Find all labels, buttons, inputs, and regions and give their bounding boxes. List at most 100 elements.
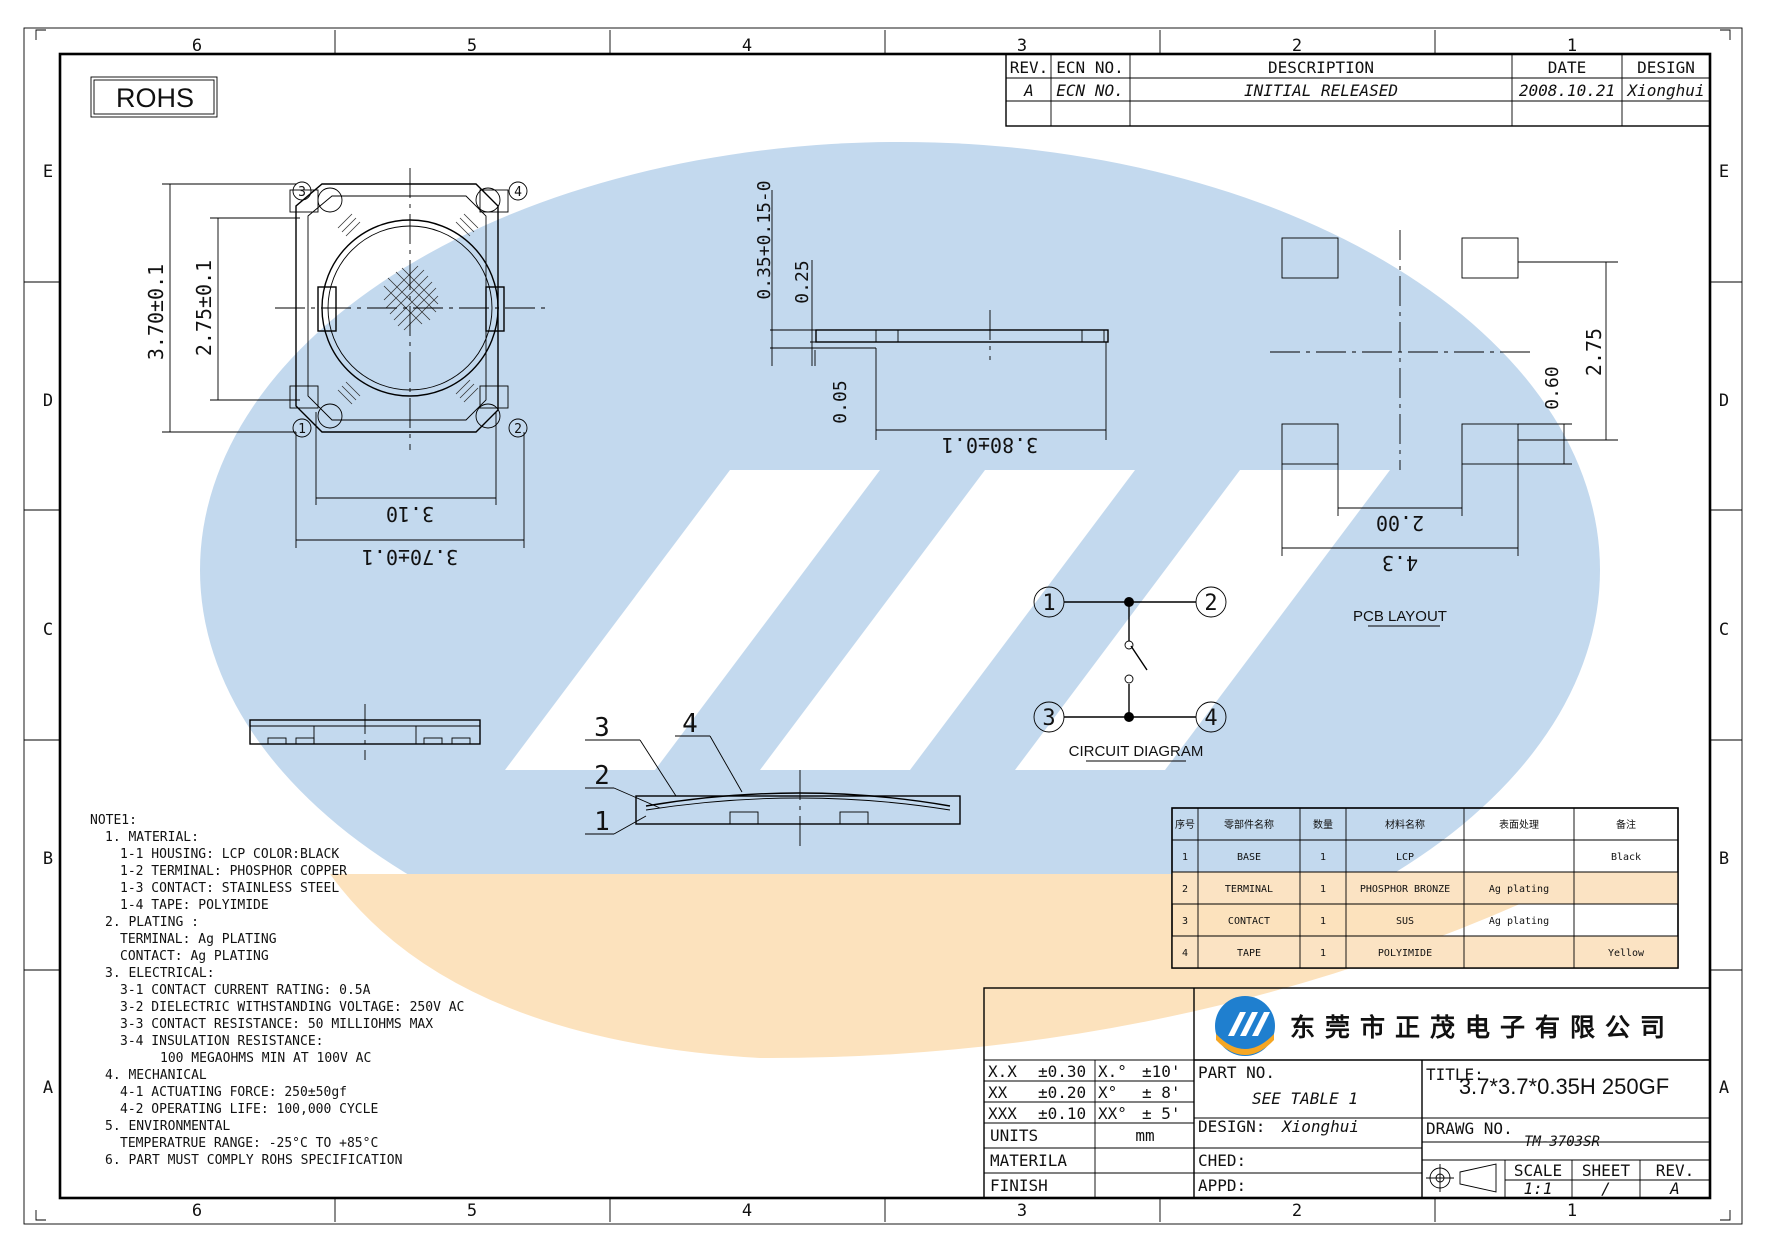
bom-cell: 1: [1320, 852, 1326, 863]
description-value: INITIAL RELEASED: [1244, 81, 1398, 100]
bom-cell: Ag plating: [1489, 916, 1549, 927]
drawg-no-value: TM-3703SR: [1524, 1134, 1600, 1150]
sheet-label: SHEET: [1582, 1161, 1631, 1180]
row-label-right: E: [1719, 162, 1729, 182]
rev-header: REV.: [1010, 58, 1049, 77]
ecn-header: ECN NO.: [1056, 58, 1123, 77]
pcb-dim-0-60: 0.60: [1542, 366, 1563, 409]
bom-cell: 1: [1320, 916, 1326, 927]
col-label-top: 5: [467, 36, 477, 56]
top-view: 3 4 1 2 3.70±0.1 2.75±0.1 3.10 3.70±0.1: [144, 168, 545, 569]
col-label-bottom: 5: [467, 1201, 477, 1221]
row-label-left: A: [43, 1078, 53, 1098]
bom-cell: 1: [1182, 852, 1188, 863]
col-label-bottom: 3: [1017, 1201, 1027, 1221]
circuit-pin: 3: [1042, 706, 1055, 731]
projection-symbol-icon: [1426, 1163, 1497, 1193]
note-line: CONTACT: Ag PLATING: [120, 949, 269, 964]
bom-cell: SUS: [1396, 916, 1414, 927]
date-header: DATE: [1548, 58, 1587, 77]
note-line: 4-2 OPERATING LIFE: 100,000 CYCLE: [120, 1102, 378, 1117]
note-line: 4-1 ACTUATING FORCE: 250±50gf: [120, 1085, 347, 1100]
note-line: 3-2 DIELECTRIC WITHSTANDING VOLTAGE: 250…: [120, 1000, 464, 1015]
note-line: NOTE1:: [90, 813, 137, 828]
tol-cell: X°: [1098, 1083, 1117, 1102]
pcb-layout-label: PCB LAYOUT: [1353, 608, 1447, 625]
bom-cell: PHOSPHOR BRONZE: [1360, 884, 1450, 895]
section-callout: 4: [682, 709, 698, 739]
row-label-left: E: [43, 162, 53, 182]
bom-cell: Yellow: [1608, 948, 1645, 959]
part-no-value: SEE TABLE 1: [1252, 1089, 1358, 1108]
bom-cell: TAPE: [1237, 948, 1261, 959]
pcb-pad: [1281, 423, 1339, 465]
note-line: 100 MEGAOHMS MIN AT 100V AC: [160, 1051, 371, 1066]
col-label-top: 6: [192, 36, 202, 56]
dim-0-25: 0.25: [792, 260, 813, 303]
rev-value: A: [1023, 81, 1034, 100]
pcb-pad: [1461, 423, 1519, 465]
bom-cell: LCP: [1396, 852, 1414, 863]
col-label-bottom: 4: [742, 1201, 752, 1221]
finish-label: FINISH: [990, 1176, 1048, 1195]
dim-width-inner: 3.10: [386, 502, 434, 526]
circuit-pin: 4: [1204, 706, 1217, 731]
bom-cell: 3: [1182, 916, 1188, 927]
bom-header: 序号: [1175, 818, 1195, 831]
company-name: 东莞市正茂电子有限公司: [1290, 1013, 1675, 1042]
tol-cell: ± 8': [1142, 1083, 1181, 1102]
dim-width-outer: 3.70±0.1: [362, 545, 458, 569]
title-label: TITLE:: [1426, 1065, 1484, 1084]
rev-value: A: [1669, 1179, 1680, 1198]
drawing-border: 6 5 4 3 2 1 6 5 4 3 2 1 E D C B A E D C …: [23, 27, 1743, 1225]
design-label: DESIGN:: [1198, 1117, 1265, 1136]
materila-label: MATERILA: [990, 1151, 1067, 1170]
bom-cell: TERMINAL: [1225, 884, 1273, 895]
bom-cell: 1: [1320, 948, 1326, 959]
row-label-right: D: [1719, 391, 1729, 411]
col-label-top: 1: [1567, 36, 1577, 56]
pcb-pad: [1461, 237, 1519, 279]
design-value: Xionghui: [1626, 81, 1704, 100]
rohs-box: ROHS: [90, 76, 218, 118]
section-callout: 1: [594, 807, 610, 837]
row-label-left: B: [43, 849, 53, 869]
row-label-left: C: [43, 620, 53, 640]
design-value: Xionghui: [1281, 1117, 1359, 1136]
tol-cell: ±0.20: [1038, 1083, 1086, 1102]
row-label-right: C: [1719, 620, 1729, 640]
part-no-label: PART NO.: [1198, 1063, 1275, 1082]
pcb-layout: 2.75 0.60 2.00 4.3 PCB LAYOUT: [1270, 230, 1618, 627]
note-line: 1-1 HOUSING: LCP COLOR:BLACK: [120, 847, 339, 862]
bom-cell: CONTACT: [1228, 916, 1270, 927]
dim-length: 3.80±0.1: [942, 433, 1038, 457]
revision-table: REV. ECN NO. DESCRIPTION DATE DESIGN A E…: [1005, 53, 1711, 127]
dim-height-outer: 3.70±0.1: [144, 264, 168, 360]
bom-header: 材料名称: [1385, 818, 1425, 831]
col-label-bottom: 1: [1567, 1201, 1577, 1221]
row-label-right: A: [1719, 1078, 1729, 1098]
circuit-diagram-label: CIRCUIT DIAGRAM: [1069, 743, 1204, 760]
row-label-right: B: [1719, 849, 1729, 869]
bom-header: 备注: [1616, 818, 1636, 831]
pcb-dim-4-3: 4.3: [1382, 551, 1418, 575]
pcb-pad: [1281, 237, 1339, 279]
bom-cell: 2: [1182, 884, 1188, 895]
bom-cell: BASE: [1237, 852, 1261, 863]
circuit-pin: 2: [1204, 591, 1217, 616]
side-view: 0.35+0.15-0 0.25 0.05 3.80±0.1: [754, 180, 1109, 457]
section-view: 3 4 2 1: [585, 709, 961, 846]
front-view: [249, 704, 481, 760]
bom-cell: Ag plating: [1489, 884, 1549, 895]
bom-header: 表面处理: [1499, 818, 1539, 831]
units-value: mm: [1135, 1126, 1154, 1145]
scale-label: SCALE: [1514, 1161, 1562, 1180]
top-pin-label: 3: [298, 185, 306, 200]
note-line: 1-2 TERMINAL: PHOSPHOR COPPER: [120, 864, 347, 879]
description-header: DESCRIPTION: [1268, 58, 1374, 77]
note-line: 6. PART MUST COMPLY ROHS SPECIFICATION: [105, 1153, 402, 1168]
bom-table: 序号 零部件名称 数量 材料名称 表面处理 备注 1 BASE 1 LCP Bl…: [1171, 807, 1679, 969]
note-line: 4. MECHANICAL: [105, 1068, 207, 1083]
dim-height-inner: 2.75±0.1: [192, 260, 216, 356]
section-callout: 3: [594, 713, 610, 743]
